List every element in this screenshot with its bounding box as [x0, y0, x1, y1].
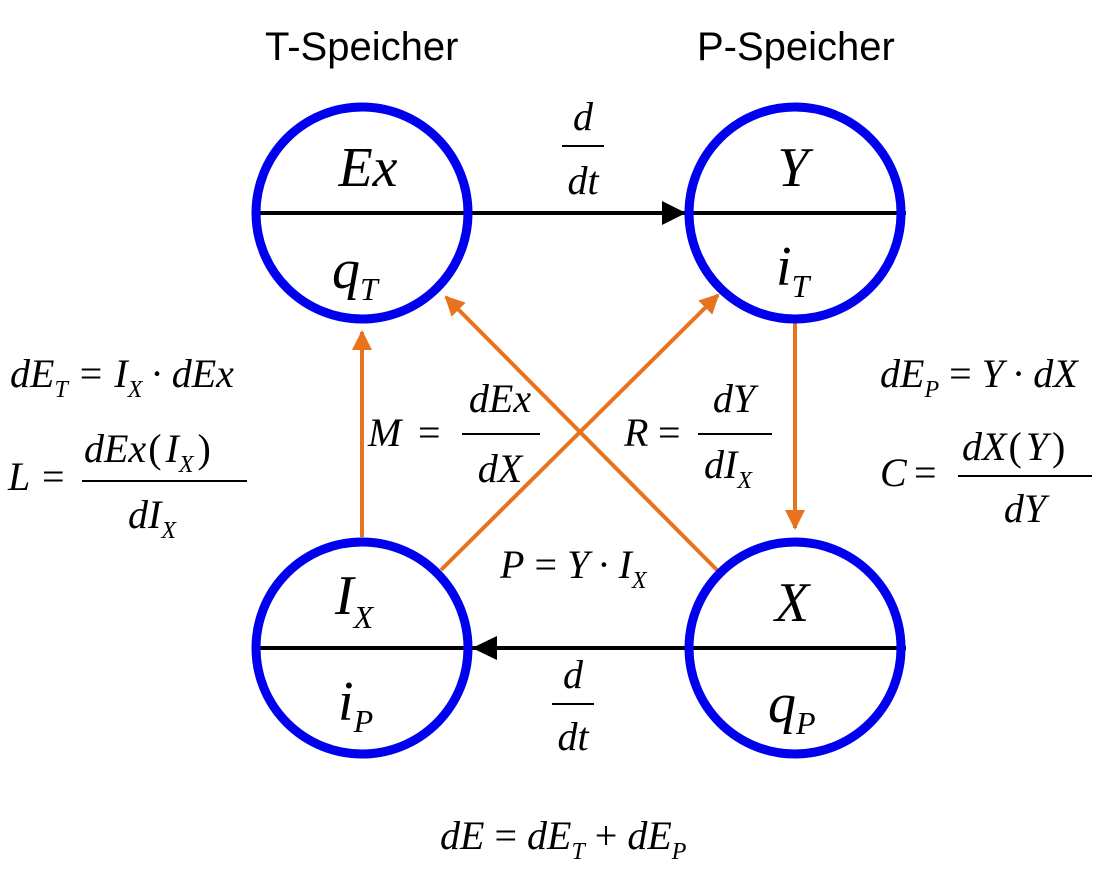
- svg-text:dEx(IX): dEx(IX): [84, 426, 211, 478]
- derivative-top: d dt: [562, 94, 604, 203]
- node-bottom-left: [251, 537, 473, 759]
- node-bottom-right-top-label: X: [773, 572, 812, 634]
- node-top-right: [684, 102, 906, 324]
- svg-text:dX: dX: [478, 446, 524, 491]
- node-bottom-right: [684, 537, 906, 759]
- svg-text:dIX: dIX: [128, 492, 177, 544]
- node-bottom-left-top-label: IX: [334, 565, 375, 635]
- svg-text:=: =: [658, 410, 681, 455]
- title-t-speicher: T-Speicher: [265, 25, 458, 69]
- node-bottom-right-bottom-label: qP: [768, 673, 816, 741]
- node-top-left: [251, 102, 473, 324]
- equation-de-total: dE=dET+dEP: [440, 813, 687, 865]
- svg-text:dt: dt: [557, 714, 589, 759]
- svg-text:dY: dY: [1004, 486, 1050, 531]
- equation-m: M = dEx dX: [367, 376, 540, 491]
- title-p-speicher: P-Speicher: [697, 25, 895, 69]
- svg-text:R: R: [623, 410, 648, 455]
- svg-text:dX(Y): dX(Y): [962, 424, 1065, 469]
- arrowhead-bottom-left: [472, 636, 497, 660]
- derivative-bottom: d dt: [552, 652, 594, 759]
- svg-text:M: M: [367, 410, 404, 455]
- equation-c: C = dX(Y) dY: [880, 424, 1092, 531]
- svg-text:dEx: dEx: [469, 376, 531, 421]
- svg-text:=: =: [418, 410, 441, 455]
- equation-dep: dEP=Y·dX: [880, 351, 1079, 403]
- svg-text:d: d: [563, 652, 584, 697]
- arrow-x-to-qt: [444, 295, 720, 573]
- node-top-right-bottom-label: iT: [776, 236, 812, 304]
- arrow-ix-to-it: [439, 293, 720, 572]
- equation-det: dET=IX·dEx: [10, 351, 234, 403]
- equation-l: L = dEx(IX) dIX: [7, 426, 247, 544]
- node-top-left-top-label: Ex: [337, 137, 397, 199]
- arrowhead-top-right: [662, 201, 686, 225]
- svg-text:dIX: dIX: [704, 442, 753, 494]
- node-top-right-top-label: Y: [777, 137, 814, 199]
- svg-text:dt: dt: [567, 158, 599, 203]
- svg-text:C: C: [880, 450, 908, 495]
- svg-text:dY: dY: [713, 376, 759, 421]
- equation-r: R = dY dIX: [623, 376, 772, 494]
- equation-p: P=Y·IX: [499, 542, 648, 594]
- svg-text:=: =: [914, 450, 937, 495]
- svg-text:L: L: [7, 454, 30, 499]
- node-bottom-left-bottom-label: iP: [338, 671, 373, 739]
- svg-text:=: =: [42, 454, 65, 499]
- node-top-left-bottom-label: qT: [332, 239, 380, 307]
- svg-text:d: d: [573, 94, 594, 139]
